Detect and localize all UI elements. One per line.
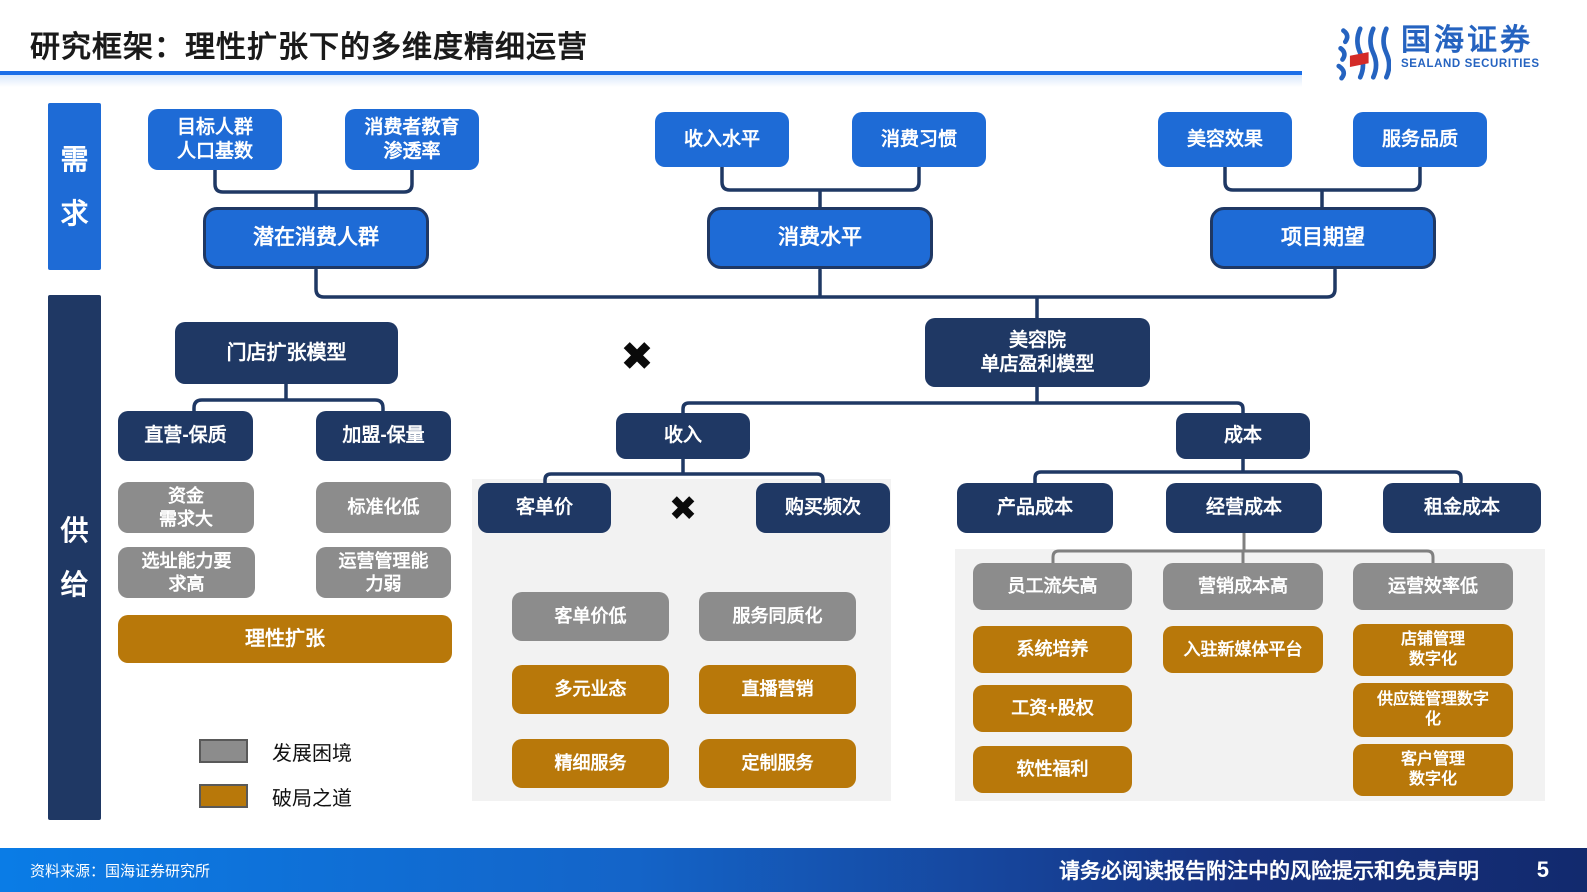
issue-capital-demand: 资金 需求大 bbox=[118, 482, 254, 533]
legend-orange-label: 破局之道 bbox=[272, 787, 352, 810]
node-service-quality: 服务品质 bbox=[1353, 112, 1487, 167]
sidebar-supply-char-1: 供 bbox=[60, 514, 89, 546]
node-beauty-effect: 美容效果 bbox=[1158, 112, 1292, 167]
sidebar-supply-char-2: 给 bbox=[60, 568, 89, 600]
footer-page-number: 5 bbox=[1536, 857, 1549, 882]
node-consumption-habit: 消费习惯 bbox=[852, 112, 986, 167]
solution-livestream-marketing: 直播营销 bbox=[699, 665, 856, 714]
node-avg-ticket: 客单价 bbox=[478, 483, 611, 533]
node-target-population: 目标人群 人口基数 bbox=[148, 109, 282, 170]
company-logo: 国海证券 SEALAND SECURITIES bbox=[1335, 24, 1540, 82]
multiply-icon: ✖ bbox=[620, 335, 654, 379]
solution-salary-equity: 工资+股权 bbox=[973, 685, 1132, 732]
node-consumption-level: 消费水平 bbox=[707, 207, 933, 269]
node-purchase-frequency: 购买频次 bbox=[756, 483, 890, 533]
node-potential-consumers: 潜在消费人群 bbox=[203, 207, 429, 269]
node-franchise-volume: 加盟-保量 bbox=[316, 411, 451, 461]
solution-customized-service: 定制服务 bbox=[699, 739, 856, 788]
solution-new-media-platform: 入驻新媒体平台 bbox=[1163, 626, 1323, 673]
logo-name-cn: 国海证券 bbox=[1401, 24, 1533, 57]
solution-diversified-business: 多元业态 bbox=[512, 665, 669, 714]
sidebar-supply: 供 给 bbox=[48, 295, 101, 820]
footer-bar: 资料来源：国海证券研究所 请务必阅读报告附注中的风险提示和免责声明 5 bbox=[0, 848, 1587, 892]
solution-rational-expansion: 理性扩张 bbox=[118, 615, 452, 663]
issue-low-efficiency: 运营效率低 bbox=[1353, 563, 1513, 610]
solution-system-training: 系统培养 bbox=[973, 626, 1132, 673]
solution-crm-digitalization: 客户管理 数字化 bbox=[1353, 744, 1513, 796]
issue-site-selection: 选址能力要 求高 bbox=[118, 547, 255, 598]
node-project-expectation: 项目期望 bbox=[1210, 207, 1436, 269]
legend-orange-swatch bbox=[199, 784, 248, 808]
issue-low-ticket: 客单价低 bbox=[512, 592, 669, 641]
solution-refined-service: 精细服务 bbox=[512, 739, 669, 788]
node-cost: 成本 bbox=[1176, 413, 1310, 459]
legend-gray-label: 发展困境 bbox=[272, 742, 352, 765]
node-product-cost: 产品成本 bbox=[957, 483, 1113, 533]
sealand-logo-icon bbox=[1336, 26, 1391, 81]
multiply-icon: ✖ bbox=[668, 490, 698, 528]
issue-marketing-cost: 营销成本高 bbox=[1163, 563, 1323, 610]
solution-supplychain-digitalization: 供应链管理数字 化 bbox=[1353, 683, 1513, 737]
title-underline-glow bbox=[0, 75, 1302, 87]
node-consumer-education: 消费者教育 渗透率 bbox=[345, 109, 479, 170]
issue-homogeneous-service: 服务同质化 bbox=[699, 592, 856, 641]
legend-gray-swatch bbox=[199, 739, 248, 763]
sidebar-demand-char-2: 求 bbox=[60, 197, 89, 229]
title-underline bbox=[0, 71, 1302, 75]
issue-staff-turnover: 员工流失高 bbox=[973, 563, 1132, 610]
logo-red-flag bbox=[1349, 52, 1369, 67]
node-store-expansion-model: 门店扩张模型 bbox=[175, 322, 398, 384]
footer-disclaimer: 请务必阅读报告附注中的风险提示和免责声明 bbox=[1059, 860, 1479, 883]
solution-store-digitalization: 店铺管理 数字化 bbox=[1353, 624, 1513, 676]
node-direct-quality: 直营-保质 bbox=[118, 411, 253, 461]
node-rent-cost: 租金成本 bbox=[1383, 483, 1541, 533]
logo-name-en: SEALAND SECURITIES bbox=[1401, 58, 1540, 70]
logo-text: 国海证券 SEALAND SECURITIES bbox=[1401, 24, 1540, 70]
node-salon-profit-model: 美容院 单店盈利模型 bbox=[925, 318, 1150, 387]
sidebar-demand-char-1: 需 bbox=[60, 143, 89, 175]
node-revenue: 收入 bbox=[616, 413, 750, 459]
node-operating-cost: 经营成本 bbox=[1166, 483, 1322, 533]
node-income-level: 收入水平 bbox=[655, 112, 789, 167]
footer-source: 资料来源：国海证券研究所 bbox=[30, 862, 211, 880]
solution-soft-benefits: 软性福利 bbox=[973, 746, 1132, 793]
issue-low-standardization: 标准化低 bbox=[316, 482, 451, 533]
issue-weak-operation: 运营管理能 力弱 bbox=[316, 547, 451, 598]
page-title: 研究框架：理性扩张下的多维度精细运营 bbox=[30, 31, 588, 64]
sidebar-demand: 需 求 bbox=[48, 103, 101, 270]
